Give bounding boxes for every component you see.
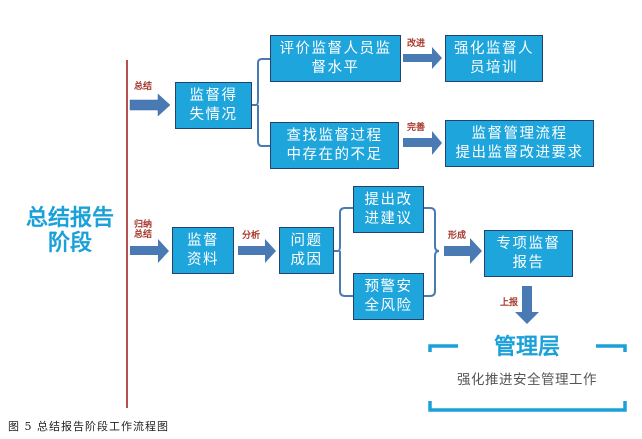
- bracket-bottom-split: [333, 207, 353, 297]
- arrow-summary: [129, 93, 171, 117]
- management-frame-top-right: [596, 344, 627, 352]
- stage-divider-line: [126, 60, 128, 408]
- stage-title: 总结报告阶段: [25, 206, 114, 256]
- label-induce-summary: 归纳 总结: [134, 220, 153, 240]
- box-evaluate-supervisor-level[interactable]: 评价监督人员监 督水平: [270, 35, 401, 82]
- management-frame-bottom: [428, 401, 627, 412]
- arrow-report-up: [515, 286, 539, 324]
- label-summary: 总结: [134, 82, 153, 92]
- figure-caption: 图 5 总结报告阶段工作流程图: [8, 420, 169, 433]
- box-problem-causes[interactable]: 问题 成因: [279, 227, 334, 274]
- label-analyze: 分析: [242, 231, 261, 241]
- box-propose-improvements[interactable]: 提出改 进建议: [353, 186, 424, 233]
- box-special-report[interactable]: 专项监督 报告: [484, 230, 573, 277]
- box-supervision-materials[interactable]: 监督 资料: [172, 227, 234, 274]
- arrow-induce: [130, 239, 169, 263]
- management-frame-top-left: [428, 344, 458, 352]
- arrow-improve: [403, 47, 442, 69]
- arrow-perfect: [403, 131, 442, 155]
- bracket-bottom-merge: [423, 207, 440, 297]
- management-title: 管理层: [493, 335, 560, 360]
- label-report-up: 上报: [500, 298, 519, 308]
- box-process-requirements[interactable]: 监督管理流程 提出监督改进要求: [445, 120, 594, 167]
- management-subtitle: 强化推进安全管理工作: [457, 372, 597, 388]
- label-improve: 改进: [407, 39, 426, 49]
- box-warn-safety-risks[interactable]: 预警安 全风险: [353, 273, 424, 320]
- box-supervision-gains-losses[interactable]: 监督得 失情况: [175, 82, 252, 129]
- arrow-form: [444, 238, 482, 264]
- label-perfect: 完善: [407, 123, 426, 133]
- label-form: 形成: [448, 231, 467, 241]
- box-find-deficiencies[interactable]: 查找监督过程 中存在的不足: [270, 122, 399, 169]
- box-strengthen-training[interactable]: 强化监督人 员培训: [445, 35, 543, 82]
- bracket-top-split: [251, 58, 270, 147]
- arrow-analyze: [238, 239, 276, 263]
